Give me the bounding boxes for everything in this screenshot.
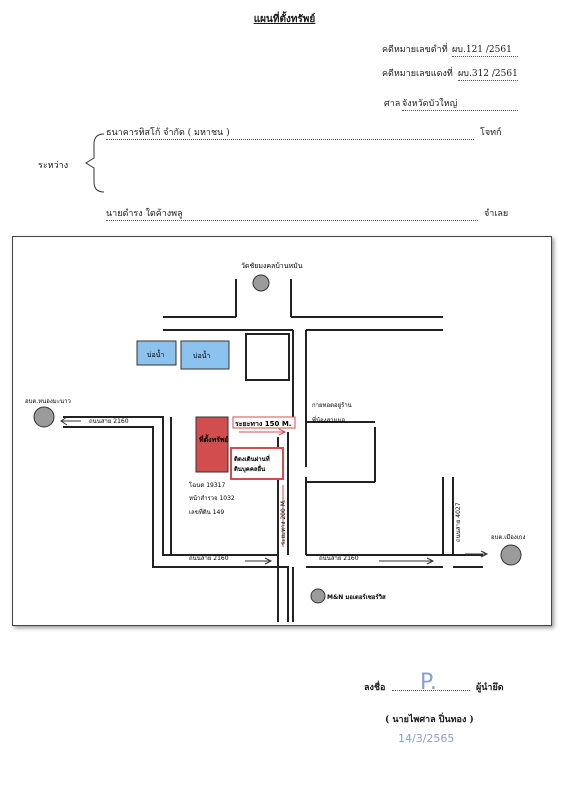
temple-icon — [252, 274, 270, 292]
neighbor-box — [230, 447, 284, 480]
pond-2-label: บ่อน้ำ — [193, 349, 210, 360]
mn-service-icon — [310, 588, 326, 604]
deed-survey: หน้าสำรวจ 1032 — [189, 495, 235, 502]
road-2160-top-label: ถนนสาย 2160 — [89, 418, 129, 425]
distance-150-arrow — [239, 428, 287, 436]
defendant-role: จำเลย — [484, 209, 509, 219]
temple-label: วัดชัยมงคลบ้านหมัน — [241, 262, 303, 270]
distance-200-label: ระยะทาง 200 M. — [280, 499, 287, 545]
black-case-label: คดีหมายเลขดำที่ — [382, 45, 448, 55]
distance-150-label: ระยะทาง 150 M. — [235, 420, 291, 428]
party-bracket — [85, 133, 105, 193]
arrow-right-icon-2 — [379, 557, 435, 565]
signer-name: ( นายไพศาล ปิ่นทอง ) — [385, 715, 474, 725]
road-2160-bottom-left-label: ถนนสาย 2160 — [189, 555, 229, 562]
signature-date: 14/3/2565 — [398, 732, 455, 745]
red-case-number: ผบ.312 /2561 — [458, 66, 518, 81]
signature-scribble: P. — [420, 670, 437, 695]
signature-role: ผู้นำยึด — [476, 683, 504, 693]
property-block — [195, 416, 229, 473]
court-name: จังหวัดบัวใหญ่ — [402, 96, 518, 111]
pond-1 — [136, 340, 177, 366]
defendant-name: นายดำรง ใตค้างพลู — [106, 206, 478, 221]
arrow-right-icon-3 — [465, 550, 489, 558]
neighbor-label-2: ดินบุคคลอื่น — [234, 464, 266, 473]
pond-1-label: บ่อน้ำ — [147, 348, 164, 359]
plaintiff-name: ธนาคารทิสโก้ จำกัด ( มหาชน ) — [106, 125, 474, 140]
location-map: บ่อน้ำ บ่อน้ำ วัดชัยมงคลบ้านหมัน อบต.หนอ… — [12, 236, 552, 626]
left-place-label: อบต.หนองมะนาว — [25, 398, 71, 405]
shop-label-2: พี่น้องสามมอ — [312, 416, 346, 424]
pond-2 — [180, 340, 230, 370]
black-case-number: ผบ.121 /2561 — [452, 42, 518, 57]
signature-line — [392, 690, 470, 691]
deed-number: โฉนด 19317 — [189, 481, 225, 489]
court-label: ศาล — [384, 99, 401, 109]
left-place-icon — [33, 406, 55, 428]
right-place-label: อบต.เมืองเกง — [491, 533, 525, 541]
sign-label: ลงชื่อ — [364, 683, 386, 693]
arrow-left-icon — [60, 416, 81, 426]
neighbor-label-1: ติดงเดินผ่านที่ — [234, 454, 270, 463]
plaintiff-role: โจทก์ — [480, 128, 502, 138]
distance-150-box — [232, 416, 296, 429]
red-case-label: คดีหมายเลขแดงที่ — [382, 69, 453, 79]
deed-land-no: เลขที่ดิน 149 — [189, 508, 224, 516]
road-network — [63, 279, 483, 622]
mn-service-label: M&N มอเตอร์เซอร์วิส — [327, 593, 386, 601]
page-title: แผนที่ตั้งทรัพย์ — [253, 14, 316, 25]
property-label: ที่ตั้งทรัพย์ — [199, 433, 229, 444]
between-label: ระหว่าง — [38, 161, 69, 171]
shop-label-1: กายทอดอยู่ร้าน — [312, 402, 352, 409]
arrow-right-icon-1 — [245, 557, 273, 565]
road-4027-label: ถนนสาย 4027 — [455, 502, 462, 542]
map-canvas: บ่อน้ำ บ่อน้ำ วัดชัยมงคลบ้านหมัน อบต.หนอ… — [25, 262, 525, 622]
road-2160-bottom-right-label: ถนนสาย 2160 — [319, 555, 359, 562]
right-place-icon — [500, 544, 522, 566]
